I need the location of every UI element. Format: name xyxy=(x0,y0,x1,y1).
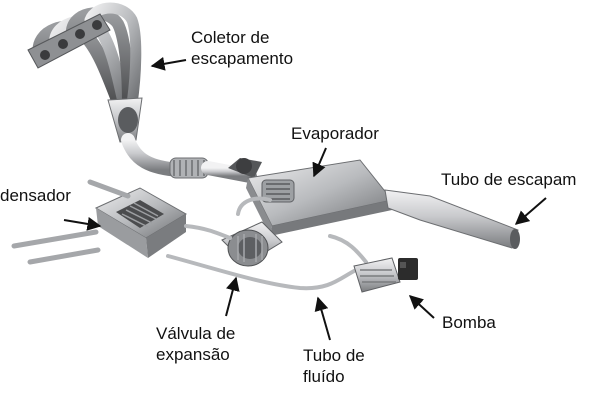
label-fluid-pipe-line1: Tubo de xyxy=(303,346,365,365)
label-pump: Bomba xyxy=(442,313,496,332)
label-valve-line2: expansão xyxy=(156,345,230,364)
evaporator-unit xyxy=(228,158,393,236)
label-valve-line1: Válvula de xyxy=(156,324,236,343)
label-evaporator: Evaporador xyxy=(291,124,379,143)
label-condenser: densador xyxy=(0,186,71,205)
label-valve: Válvula de expansão xyxy=(156,323,235,365)
fluid-pipes xyxy=(166,196,368,291)
arrow-collector xyxy=(150,56,187,71)
arrow-valve xyxy=(225,276,240,317)
label-collector-line1: Coletor de xyxy=(191,28,270,47)
label-collector: Coletor de escapamento xyxy=(191,27,293,69)
exhaust-manifold xyxy=(27,2,187,177)
label-collector-line2: escapamento xyxy=(191,49,294,68)
arrow-condenser xyxy=(63,217,102,231)
condenser-unit xyxy=(11,179,187,265)
arrow-fluid-pipe xyxy=(314,296,331,341)
tail-pipe xyxy=(384,189,520,249)
label-exhaust-pipe: Tubo de escapam xyxy=(441,170,577,189)
expansion-valve xyxy=(221,221,283,267)
arrow-evaporator xyxy=(312,147,327,178)
label-fluid-pipe-line2: fluído xyxy=(303,367,345,386)
callout-arrows xyxy=(63,56,547,341)
label-fluid-pipe: Tubo de fluído xyxy=(303,345,365,387)
arrow-exhaust-pipe xyxy=(514,197,547,225)
arrow-pump xyxy=(408,295,435,319)
flex-joint xyxy=(169,157,257,183)
pump-unit xyxy=(353,257,418,293)
